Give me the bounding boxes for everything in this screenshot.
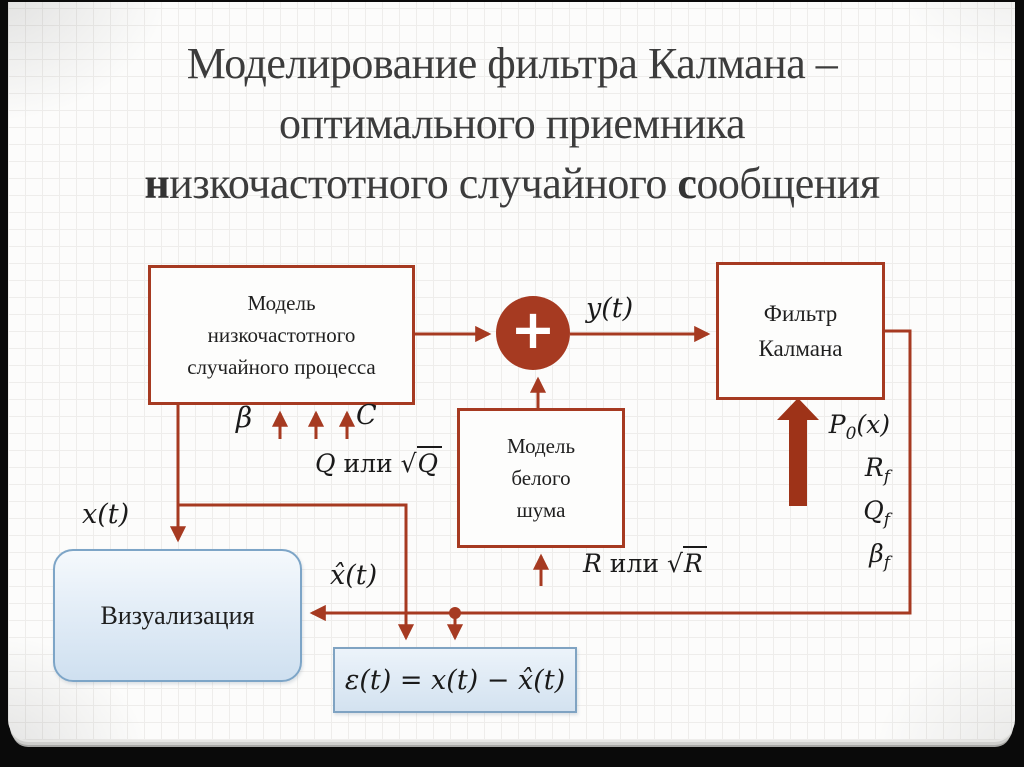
label-r-or-sqrt-r: R или √R	[583, 546, 707, 578]
q-var: Q	[315, 449, 336, 478]
title-text: ообщения	[696, 159, 880, 208]
title-bold-letter: н	[144, 159, 170, 208]
param-base: R	[864, 453, 884, 482]
sqrt-r: √R	[667, 546, 707, 578]
visualization-label: Визуализация	[100, 600, 255, 630]
r-mid-word: или	[601, 549, 667, 578]
block-arrow-params-into-kalman	[777, 398, 819, 506]
param-sub: f	[883, 467, 890, 487]
param-sub: f	[883, 510, 890, 530]
arrow-kalman-feedback-to-visualization	[309, 329, 912, 622]
title-bold-letter: с	[677, 159, 697, 208]
noise-box-label: белого	[511, 466, 571, 490]
model-random-process-box: Модель низкочастотного случайного процес…	[148, 265, 415, 405]
white-noise-model-box: Модель белого шума	[457, 408, 625, 548]
visualization-box: Визуализация	[53, 549, 302, 682]
noise-box-label: шума	[516, 498, 566, 522]
arrow-x-branch-to-eps	[178, 503, 415, 641]
label-y-signal: y(t)	[586, 293, 634, 324]
model-box-label: случайного процесса	[187, 355, 376, 379]
error-formula: ε(t) = x(t) − x̂(t)	[344, 664, 566, 696]
title-line-1: Моделирование фильтра Калмана –	[186, 39, 838, 88]
summing-junction: +	[496, 296, 570, 370]
radical-icon: √	[400, 449, 417, 478]
label-c: C	[356, 400, 377, 431]
title-line-3: низкочастотного случайного сообщения	[0, 154, 1024, 214]
junction-dot	[449, 607, 461, 619]
label-q-or-sqrt-q: Q или √Q	[315, 446, 443, 478]
param-base: P	[828, 410, 846, 439]
model-box-label: Модель	[247, 291, 316, 315]
error-formula-box: ε(t) = x(t) − x̂(t)	[333, 647, 577, 713]
label-x-hat-signal: x̂(t)	[330, 560, 378, 591]
label-x-signal: x(t)	[82, 499, 130, 530]
q-mid-word: или	[335, 449, 401, 478]
r-radicand: R	[682, 546, 707, 578]
kalman-param-p0x: P0(x)	[770, 408, 890, 451]
param-sub: 0	[845, 424, 857, 444]
r-var: R	[583, 549, 602, 578]
radical-icon: √	[666, 549, 683, 578]
slide-title: Моделирование фильтра Калмана – оптималь…	[0, 34, 1024, 214]
kalman-parameters-list: P0(x) Rf Qf βf	[770, 408, 890, 580]
kalman-param-rf: Rf	[770, 451, 890, 494]
noise-box-label: Модель	[506, 434, 576, 458]
param-base: β	[869, 539, 884, 568]
kalman-filter-box: Фильтр Калмана	[716, 262, 885, 400]
label-beta: β	[236, 401, 253, 434]
q-radicand: Q	[416, 446, 443, 478]
kalman-param-qf: Qf	[770, 494, 890, 537]
title-text: изкочастотного случайного	[169, 159, 678, 208]
plus-icon: +	[510, 298, 556, 361]
sqrt-q: √Q	[400, 446, 443, 478]
param-tail: (x)	[856, 410, 890, 439]
title-line-2: оптимального приемника	[278, 99, 746, 148]
param-sub: f	[883, 553, 890, 573]
kalman-param-betaf: βf	[770, 537, 890, 580]
model-box-label: низкочастотного	[207, 323, 356, 347]
kalman-box-label: Калмана	[758, 336, 843, 361]
kalman-box-label: Фильтр	[763, 301, 838, 326]
param-base: Q	[863, 496, 884, 525]
